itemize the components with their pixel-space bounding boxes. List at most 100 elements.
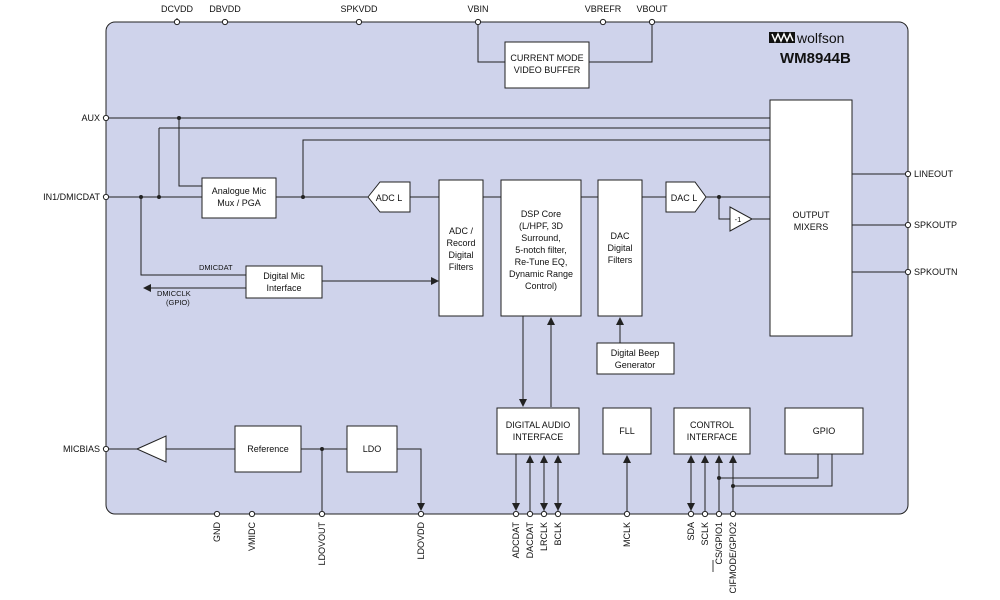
pin-label-bclk: BCLK [553,522,563,546]
pin-cifmode-gpio2 [729,510,737,518]
pin-sda [687,510,695,518]
pin-lineout [904,170,912,178]
pin-vbin [474,18,482,26]
digital-audio-interface-block: DIGITAL AUDIO INTERFACE [496,407,580,455]
video-buffer-line1: CURRENT MODE [510,53,583,63]
dac-filters-line1: DAC [610,231,630,241]
dsp-line4: 5-notch filter, [515,245,567,255]
pin-label-cs-gpio1: CS/GPIO1 [714,522,724,565]
pin-label-vbrefr: VBREFR [585,4,622,14]
control-interface-block: CONTROL INTERFACE [673,407,751,455]
pin-dacdat [526,510,534,518]
pin-dbvdd [221,18,229,26]
pin-label-lineout: LINEOUT [914,169,954,179]
dsp-line2: (L/HPF, 3D [519,221,564,231]
dsp-line6: Dynamic Range [509,269,573,279]
gpio-block: GPIO [784,407,864,455]
pin-label-dacdat: DACDAT [525,522,535,559]
pin-label-vmidc: VMIDC [247,522,257,552]
pin-label-vbin: VBIN [467,4,488,14]
pin-label-cifmode-gpio2: CIFMODE/GPIO2 [728,522,738,594]
pin-label-vbout: VBOUT [636,4,668,14]
digital-beep-generator-block: Digital Beep Generator [596,342,675,375]
adc-filters-block: ADC / Record Digital Filters [438,179,484,317]
adc-filters-line2: Record [446,238,475,248]
inverter-block: -1 [729,206,754,232]
pin-spkoutp [904,221,912,229]
inverter-label: -1 [735,215,742,224]
dac-filters-line3: Filters [608,255,633,265]
pin-label-sda: SDA [686,522,696,541]
pin-mclk [623,510,631,518]
pin-ldovout [318,510,326,518]
pin-aux [102,114,110,122]
pin-ldovdd [417,510,425,518]
adc-l-label: ADC L [376,193,403,203]
fll-block: FLL [602,407,652,455]
reference-block: Reference [234,425,302,473]
pin-spkvdd [355,18,363,26]
beep-line2: Generator [615,360,656,370]
pin-vbout [648,18,656,26]
digital-mic-line2: Interface [266,283,301,293]
dai-line1: DIGITAL AUDIO [506,420,571,430]
top-pins: DCVDD DBVDD SPKVDD VBIN VBREFR VBOUT [161,4,668,26]
control-if-line1: CONTROL [690,420,734,430]
analogue-mic-mux-block: Analogue Mic Mux / PGA [201,177,277,219]
video-buffer-line2: VIDEO BUFFER [514,65,581,75]
dmicclk-sub-label: (GPIO) [166,298,190,307]
control-if-line2: INTERFACE [687,432,738,442]
pin-cs-gpio1 [715,510,723,518]
pin-gnd [213,510,221,518]
pin-label-ldovout: LDOVOUT [317,522,327,566]
pin-micbias [102,445,110,453]
mic-mux-line1: Analogue Mic [212,186,267,196]
ldo-label: LDO [363,444,382,454]
dmicclk-label: DMICCLK [157,289,191,298]
bottom-pins: GND VMIDC LDOVOUT LDOVDD ADCDAT DACDAT L… [212,510,738,594]
pin-label-spkoutp: SPKOUTP [914,220,957,230]
left-pins: AUX IN1/DMICDAT MICBIAS [43,113,110,454]
pin-label-gnd: GND [212,522,222,543]
pin-dcvdd [173,18,181,26]
pin-label-sclk: SCLK [700,522,710,546]
reference-label: Reference [247,444,289,454]
output-mixers-line1: OUTPUT [793,210,831,220]
pin-label-spkoutn: SPKOUTN [914,267,958,277]
mic-mux-line2: Mux / PGA [217,198,261,208]
dac-filters-line2: Digital [607,243,632,253]
dsp-line7: Control) [525,281,557,291]
gpio-label: GPIO [813,426,836,436]
pin-label-spkvdd: SPKVDD [340,4,378,14]
pin-spkoutn [904,268,912,276]
dsp-line1: DSP Core [521,209,561,219]
pin-in1-dmicdat [102,193,110,201]
pin-lrclk [540,510,548,518]
pin-label-mclk: MCLK [622,522,632,547]
fll-label: FLL [619,426,635,436]
pin-label-dbvdd: DBVDD [209,4,241,14]
digital-mic-line1: Digital Mic [263,271,305,281]
output-mixers-block: OUTPUT MIXERS [769,99,853,337]
beep-line1: Digital Beep [611,348,660,358]
dac-l-block: DAC L [665,181,707,213]
pin-vbrefr [599,18,607,26]
wolfson-logo: wolfson [769,30,844,46]
dac-filters-block: DAC Digital Filters [597,179,643,317]
pin-label-adcdat: ADCDAT [511,522,521,559]
dac-l-label: DAC L [671,193,698,203]
pin-bclk [554,510,562,518]
pin-adcdat [512,510,520,518]
video-buffer-block: CURRENT MODE VIDEO BUFFER [504,41,590,89]
pin-label-micbias: MICBIAS [63,444,100,454]
adc-filters-line1: ADC / [449,226,474,236]
pin-label-ldovdd: LDOVDD [416,522,426,560]
dsp-core-block: DSP Core (L/HPF, 3D Surround, 5-notch fi… [500,179,582,317]
pin-label-lrclk: LRCLK [539,522,549,551]
pin-vmidc [248,510,256,518]
part-number: WM8944B [780,50,851,67]
right-pins: LINEOUT SPKOUTP SPKOUTN [904,169,958,277]
dsp-line5: Re-Tune EQ, [515,257,568,267]
pin-label-dcvdd: DCVDD [161,4,194,14]
